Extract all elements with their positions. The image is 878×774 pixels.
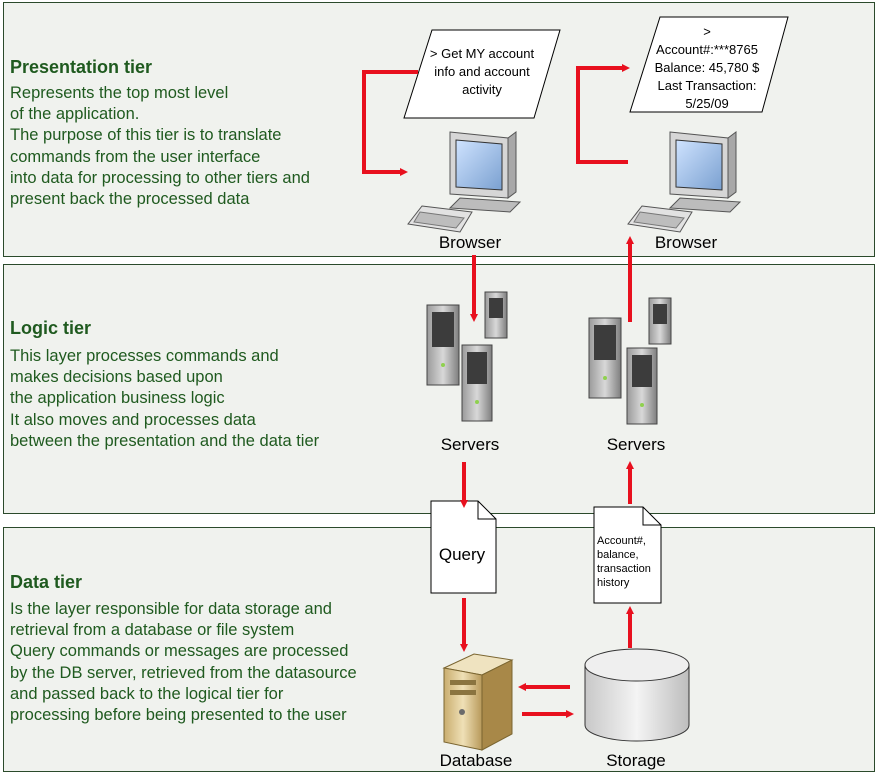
left-computer-icon (407, 131, 522, 233)
description-line: present back the processed data (10, 190, 250, 209)
response-line: Last Transaction: (658, 78, 757, 93)
flow-arrows (362, 64, 634, 718)
response-line: > (703, 24, 711, 39)
result-line: Account#, (597, 535, 646, 547)
description-line: commands from the user interface (10, 147, 261, 166)
description-line: It also moves and processes data (10, 410, 256, 429)
presentation-tier-title: Presentation tier (10, 57, 153, 77)
left-browser-label: Browser (438, 233, 502, 252)
logic-tier-description: This layer processes commands and makes … (10, 346, 319, 452)
right-servers-label: Servers (606, 435, 666, 454)
request-line: activity (462, 82, 502, 97)
request-line: > Get MY account (430, 46, 535, 61)
left-servers-icon (426, 291, 508, 422)
description-line: into data for processing to other tiers … (10, 168, 310, 187)
description-line: processing before being presented to the… (10, 706, 347, 725)
data-tier-title: Data tier (10, 572, 83, 592)
logic-tier-panel: Logic tier This layer processes commands… (3, 264, 875, 514)
presentation-tier-description: Represents the top most level of the app… (10, 83, 310, 210)
description-line: Represents the top most level (10, 84, 229, 102)
data-tier-panel: Data tier Is the layer responsible for d… (3, 527, 875, 772)
result-line: balance, (597, 549, 639, 561)
description-line: and passed back to the logical tier for (10, 684, 284, 703)
arrow-browser-to-response (576, 64, 630, 164)
description-line: by the DB server, retrieved from the dat… (10, 663, 357, 682)
description-line: Query commands or messages are processed (10, 642, 349, 661)
result-line: transaction (597, 563, 651, 575)
left-servers-label: Servers (440, 435, 500, 454)
right-browser-label: Browser (654, 233, 718, 252)
data-tier-description: Is the layer responsible for data storag… (10, 599, 357, 726)
logic-tier-title: Logic tier (10, 318, 92, 338)
description-line: This layer processes commands and (10, 347, 279, 365)
query-document: Query (430, 500, 497, 594)
description-line: Is the layer responsible for data storag… (10, 600, 332, 618)
result-line: history (597, 577, 630, 589)
storage-label: Storage (606, 751, 666, 770)
description-line: retrieval from a database or file system (10, 621, 295, 640)
response-line: Balance: 45,780 $ (655, 60, 761, 75)
description-line: the application business logic (10, 389, 225, 408)
description-line: makes decisions based upon (10, 368, 223, 387)
request-message-box: > Get MY account info and account activi… (403, 29, 561, 119)
result-document: Account#, balance, transaction history (593, 506, 662, 604)
response-message-box: > Account#:***8765 Balance: 45,780 $ Las… (629, 16, 789, 113)
response-line: Account#:***8765 (656, 42, 758, 57)
response-line: 5/25/09 (685, 96, 728, 111)
arrow-request-to-browser (362, 70, 418, 176)
request-line: info and account (434, 64, 530, 79)
description-line: of the application. (10, 105, 140, 124)
database-server-icon (442, 653, 514, 751)
description-line: The purpose of this tier is to translate (10, 126, 282, 145)
right-computer-icon (627, 131, 742, 233)
database-label: Database (439, 751, 513, 770)
description-line: between the presentation and the data ti… (10, 431, 320, 450)
right-servers-icon (588, 297, 672, 425)
storage-cylinder-icon (584, 648, 690, 742)
query-label: Query (439, 545, 486, 564)
